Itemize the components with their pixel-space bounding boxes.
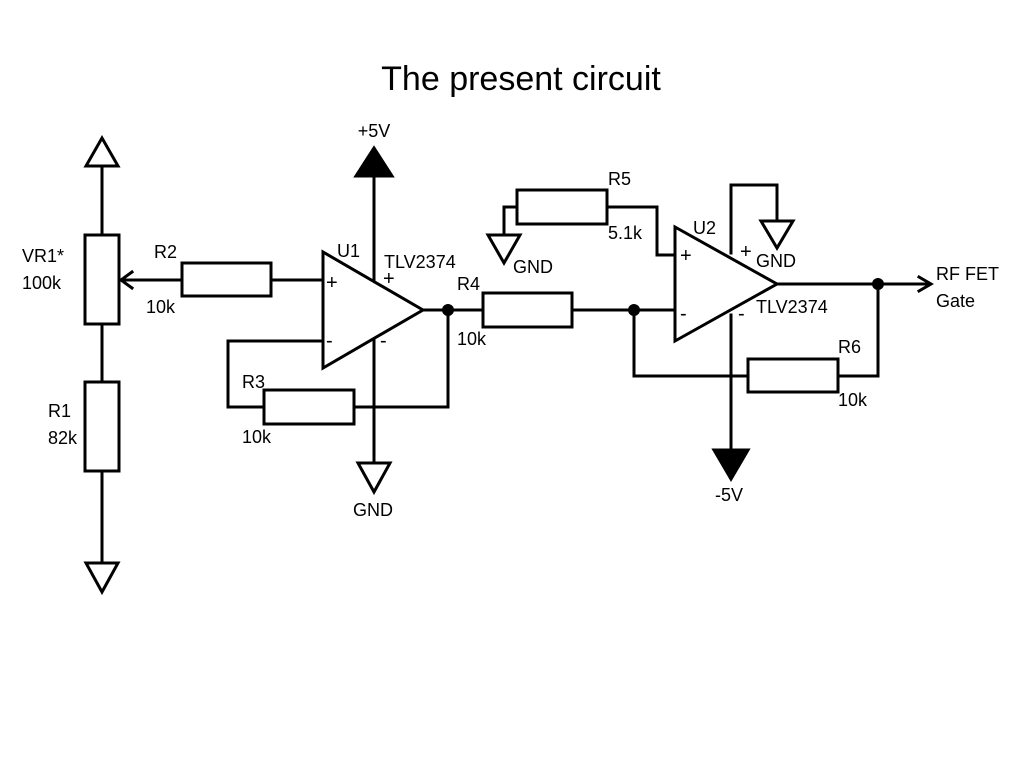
wire bbox=[502, 205, 519, 237]
wire bbox=[632, 308, 750, 378]
gnd-u1-label: GND bbox=[353, 500, 393, 520]
u2-opamp-triangle-icon bbox=[673, 224, 781, 344]
u1-supply-plus: + bbox=[383, 268, 395, 290]
r2-body bbox=[180, 261, 273, 298]
r2-value: 10k bbox=[146, 297, 176, 317]
wire bbox=[352, 308, 450, 409]
wire bbox=[226, 339, 325, 409]
junction-dot bbox=[442, 304, 454, 316]
wire bbox=[605, 205, 677, 257]
gnd-u2-label: GND bbox=[756, 251, 796, 271]
r1-ref: R1 bbox=[48, 401, 71, 421]
u2-ref: U2 bbox=[693, 218, 716, 238]
vr1-value: 100k bbox=[22, 273, 62, 293]
top-supply-arrow-icon bbox=[83, 134, 121, 168]
r2-ref: R2 bbox=[154, 242, 177, 262]
neg5-label: -5V bbox=[715, 485, 743, 505]
u1-ref: U1 bbox=[337, 241, 360, 261]
vr1-ref: VR1* bbox=[22, 246, 64, 266]
r3-body bbox=[262, 388, 356, 426]
u2-supply-minus: - bbox=[738, 303, 745, 325]
ground-triangle-icon bbox=[485, 233, 523, 267]
vr1-body bbox=[83, 233, 121, 326]
r5-ref: R5 bbox=[608, 169, 631, 189]
divider-network bbox=[83, 134, 184, 596]
r1-body bbox=[83, 380, 121, 473]
r4-ref: R4 bbox=[457, 274, 480, 294]
r3-value: 10k bbox=[242, 427, 272, 447]
r4-body bbox=[481, 291, 574, 329]
r5-body bbox=[515, 188, 609, 226]
ground-triangle-icon bbox=[83, 561, 121, 596]
u1-part: TLV2374 bbox=[384, 252, 456, 272]
u2-in-minus: - bbox=[680, 303, 687, 325]
output-arrow-icon bbox=[916, 274, 934, 294]
u2-part: TLV2374 bbox=[756, 297, 828, 317]
r6-ref: R6 bbox=[838, 337, 861, 357]
r6-body bbox=[746, 357, 840, 394]
output-label-line1: RF FET bbox=[936, 264, 999, 284]
u1-in-minus: - bbox=[326, 330, 333, 352]
pos-supply-arrow-icon bbox=[353, 145, 395, 178]
r5-value: 5.1k bbox=[608, 223, 643, 243]
ground-triangle-icon bbox=[758, 219, 796, 251]
u1-in-plus: + bbox=[326, 272, 338, 294]
neg-supply-arrow-icon bbox=[711, 448, 751, 482]
ground-triangle-icon bbox=[355, 461, 393, 496]
u2-supply-plus: + bbox=[740, 241, 752, 263]
pos5-label: +5V bbox=[358, 121, 391, 141]
page-title: The present circuit bbox=[381, 60, 661, 98]
output-label-line2: Gate bbox=[936, 291, 975, 311]
r1-value: 82k bbox=[48, 428, 78, 448]
wire bbox=[729, 183, 779, 255]
r6-value: 10k bbox=[838, 390, 868, 410]
wire bbox=[836, 282, 880, 378]
u2-in-plus: + bbox=[680, 245, 692, 267]
wiper-arrow-icon bbox=[118, 269, 135, 291]
u1-supply-minus: - bbox=[380, 330, 387, 352]
r3-ref: R3 bbox=[242, 372, 265, 392]
r4-value: 10k bbox=[457, 329, 487, 349]
gnd-r5-label: GND bbox=[513, 257, 553, 277]
